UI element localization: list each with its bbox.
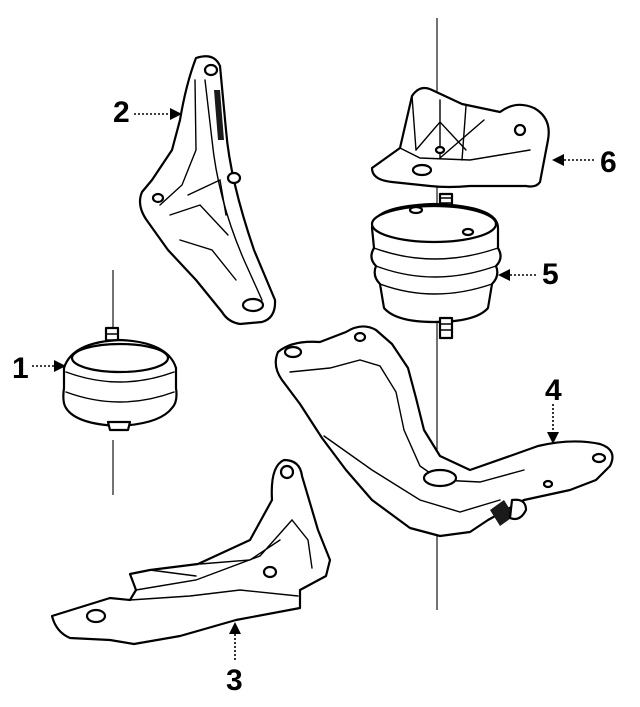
callout-3: 3 — [226, 622, 243, 697]
callout-label-4: 4 — [545, 374, 562, 407]
callout-label-2: 2 — [113, 96, 130, 129]
part-3-lower-bracket — [50, 458, 332, 646]
callout-5: 5 — [498, 258, 559, 291]
callout-label-5: 5 — [542, 258, 559, 291]
part-5-engine-mount — [370, 192, 502, 340]
callout-label-6: 6 — [600, 146, 617, 179]
callout-1: 1 — [12, 352, 66, 385]
part-6-upper-bracket — [370, 86, 550, 189]
part-1-small-mount — [62, 326, 178, 432]
callout-label-3: 3 — [226, 664, 243, 697]
callout-2: 2 — [113, 96, 182, 129]
callout-6: 6 — [552, 146, 617, 179]
part-2-bracket — [138, 55, 277, 326]
callout-4: 4 — [545, 374, 562, 444]
callout-label-1: 1 — [12, 352, 29, 385]
part-4-crossmember — [274, 325, 614, 538]
